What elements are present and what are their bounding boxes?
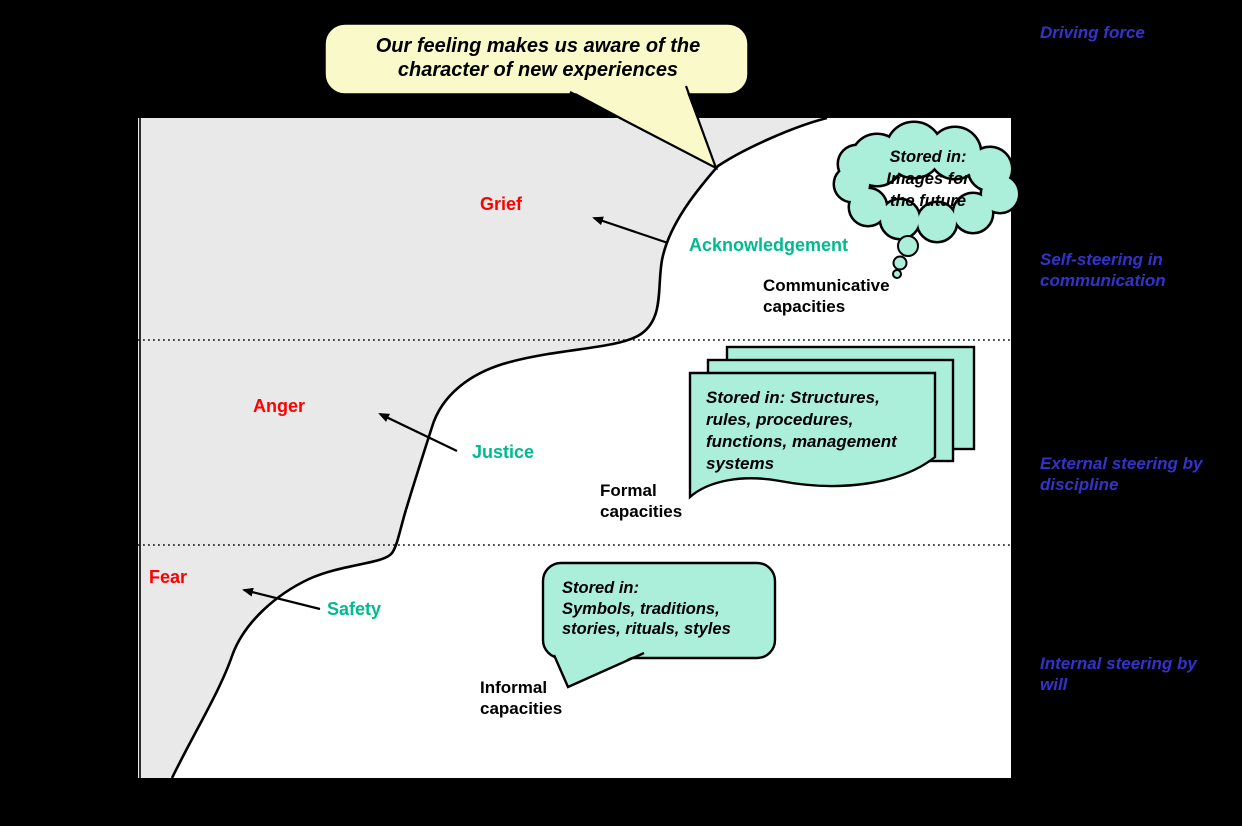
- boundary-curve: [170, 116, 828, 779]
- quality-safety: Safety: [327, 599, 382, 619]
- stored-in-documents-text: Stored in: Structures, rules, procedures…: [706, 388, 897, 473]
- arrow-justice-to-anger: [378, 413, 458, 452]
- stored-in-cloud-text: Stored in: Images for the future: [886, 148, 970, 210]
- emotion-fear: Fear: [149, 567, 188, 587]
- capacity-formal: Formal capacities: [600, 481, 683, 521]
- quality-acknowledgement: Acknowledgement: [689, 235, 849, 255]
- emotion-anger: Anger: [253, 396, 306, 416]
- thought-cloud: [832, 120, 1021, 279]
- label-self-steering: Self-steering in communication: [1040, 250, 1166, 290]
- label-internal-steering: Internal steering by will: [1040, 654, 1197, 694]
- label-external-steering: External steering by discipline: [1040, 454, 1203, 494]
- capacity-communicative: Communicative capacities: [763, 276, 890, 316]
- callout-text: Our feeling makes us aware of the charac…: [375, 35, 701, 81]
- thought-trail: [892, 235, 919, 279]
- document-stack: [688, 345, 976, 500]
- stored-in-speech-text: Stored in: Symbols, traditions, stories,…: [562, 579, 731, 638]
- speech-bubble: [541, 561, 777, 689]
- emotion-region: [138, 118, 827, 778]
- callout-bubble: [324, 23, 749, 171]
- emotion-grief: Grief: [480, 194, 523, 214]
- arrow-safety-to-fear: [242, 587, 321, 611]
- quality-justice: Justice: [472, 442, 535, 462]
- arrow-acknowledgement-to-grief: [592, 216, 669, 245]
- label-driving-force: Driving force: [1040, 23, 1145, 42]
- capacity-informal: Informal capacities: [480, 678, 563, 718]
